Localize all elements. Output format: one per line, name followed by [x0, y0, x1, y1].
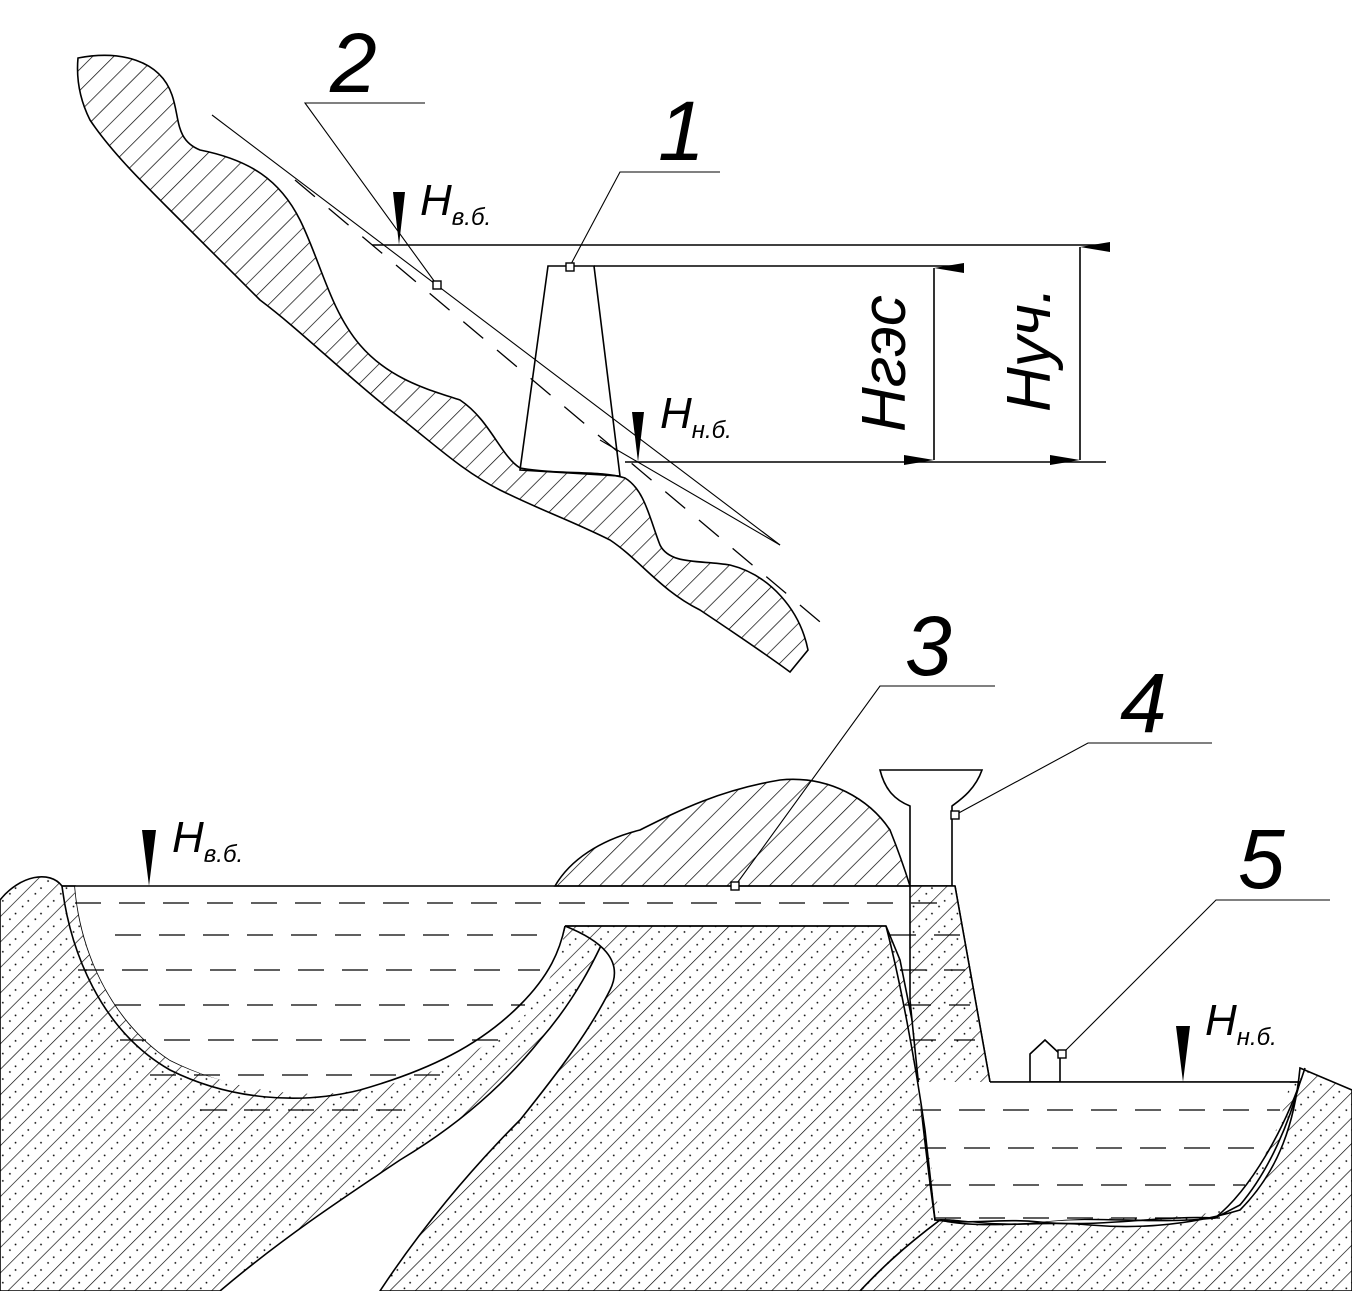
head-hpp-label: Hгэс [850, 295, 919, 432]
callout-2-number: 2 [329, 16, 377, 110]
derivation-scheme: Hв.б. Hн.б. 3 4 5 [0, 599, 1352, 1291]
upper-reservoir-water [75, 886, 960, 1094]
upper-level-marker-icon [393, 192, 405, 245]
callout-3-point [730, 881, 740, 891]
lower-level-marker-icon [632, 412, 644, 462]
dam-body [519, 265, 621, 477]
callout-5-leader [1061, 899, 1330, 1055]
upper-reservoir-bed [61, 885, 566, 1099]
valley-slope-ground [76, 54, 809, 674]
callout-1-leader [569, 171, 720, 267]
callout-4-point [950, 810, 960, 820]
slope-dash-line [294, 179, 833, 633]
callout-2-point [432, 280, 442, 290]
callout-1-number: 1 [658, 84, 705, 178]
bottom-lower-level-marker-icon [1176, 1026, 1190, 1082]
callout-4-number: 4 [1120, 656, 1167, 750]
dam-scheme: Hв.б. Hн.б. Hгэс Hуч. 1 2 [76, 16, 1110, 674]
lower-pool-dashes [915, 1109, 1280, 1219]
slope-line-upper [211, 114, 781, 546]
lower-pool-water [915, 1082, 1290, 1224]
upper-reservoir-dashes [75, 902, 975, 1111]
power-house-icon [1029, 1038, 1061, 1083]
callout-5-point [1057, 1049, 1067, 1059]
hill-over-tunnel [553, 778, 912, 887]
bottom-lower-level-label: Hн.б. [1205, 996, 1277, 1051]
head-site-label: Hуч. [995, 287, 1064, 412]
callout-3-number: 3 [905, 599, 952, 693]
callout-1-point [565, 262, 575, 272]
callout-4-leader [954, 742, 1212, 816]
callout-3-leader [734, 685, 995, 887]
slope-line-lower [599, 439, 781, 546]
bottom-upper-level-marker-icon [142, 830, 156, 886]
bottom-upper-level-label: Hв.б. [172, 813, 243, 868]
callout-5-number: 5 [1238, 812, 1285, 906]
upper-level-label: Hв.б. [420, 176, 491, 231]
callout-2-leader [303, 102, 438, 286]
lower-pool-bed [885, 925, 1306, 1225]
lower-level-label: Hн.б. [660, 389, 732, 444]
